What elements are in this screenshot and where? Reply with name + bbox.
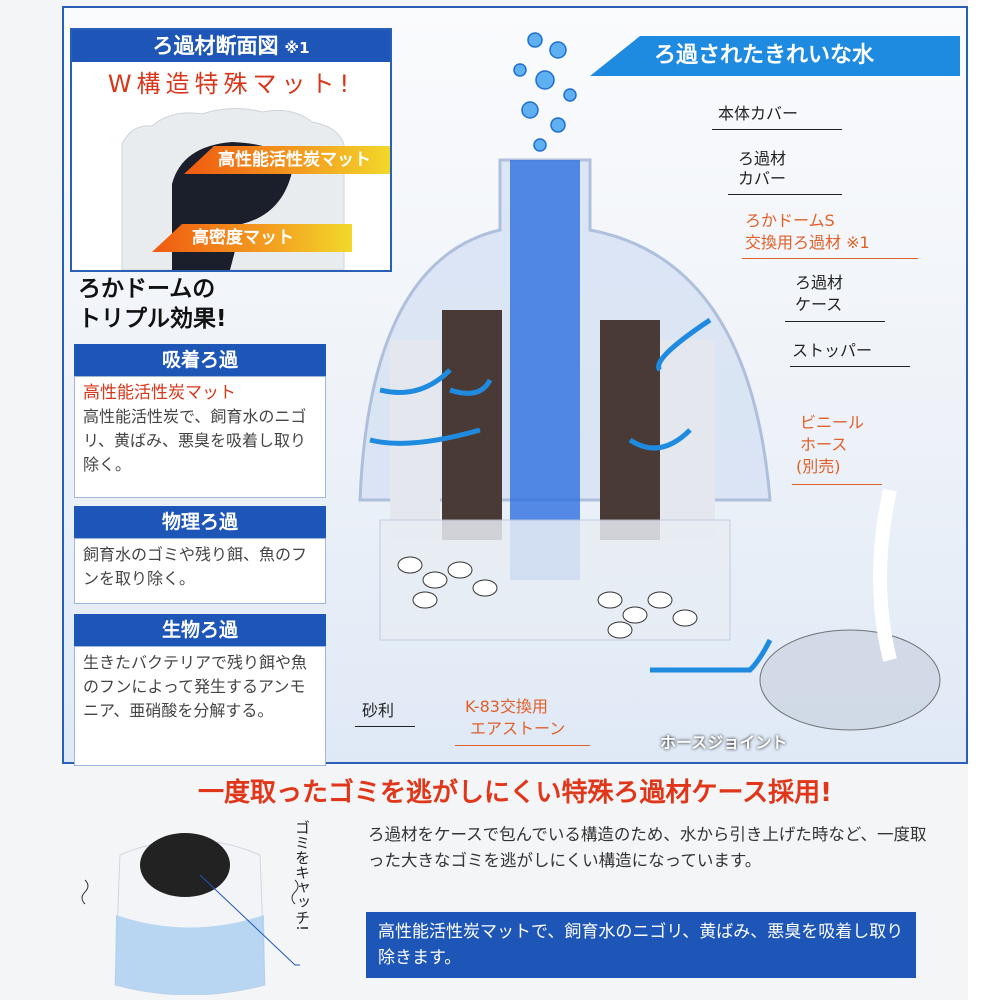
filter-case-photo bbox=[81, 833, 300, 995]
section-body: 生きたバクテリアで残り餌や魚のフンによって発生するアンモニア、亜硝酸を分解する。 bbox=[83, 653, 308, 720]
label-filter-cover-2: カバー bbox=[738, 169, 787, 188]
label-gravel: 砂利 bbox=[362, 701, 395, 720]
leader-line bbox=[712, 129, 842, 130]
leader-line bbox=[455, 745, 590, 746]
clean-water-banner: ろ過されたきれいな水 bbox=[590, 36, 960, 76]
tag-dense-mat: 高密度マット bbox=[152, 224, 352, 252]
label-case-2: ケース bbox=[795, 295, 843, 314]
case-headline: 一度取ったゴミを逃がしにくい特殊ろ過材ケース採用! bbox=[197, 778, 833, 808]
footnote-mark: ※1 bbox=[284, 39, 310, 57]
leader-line bbox=[785, 321, 885, 322]
section-body: 高性能活性炭で、飼育水のニゴリ、黄ばみ、悪臭を吸着し取り除く。 bbox=[83, 407, 307, 474]
label-body-cover: 本体カバー bbox=[718, 104, 799, 123]
filter-dome-diagram bbox=[358, 32, 941, 731]
label-airstone-2: エアストーン bbox=[470, 719, 566, 738]
w-structure-title: W構造特殊マット! bbox=[107, 70, 355, 98]
leader-line bbox=[355, 726, 415, 727]
tag-carbon-mat: 高性能活性炭マット bbox=[184, 146, 390, 174]
label-hose-2: ホース bbox=[800, 435, 848, 454]
leader-line bbox=[728, 194, 842, 195]
section-title: 生物ろ過 bbox=[74, 614, 326, 646]
section-adsorption: 吸着ろ過 高性能活性炭マット 高性能活性炭で、飼育水のニゴリ、黄ばみ、悪臭を吸着… bbox=[74, 344, 326, 498]
label-filter-cover-1: ろ過材 bbox=[738, 149, 787, 168]
label-case-1: ろ過材 bbox=[795, 273, 844, 292]
section-title: 吸着ろ過 bbox=[74, 344, 326, 376]
section-body: 飼育水のゴミや残り餌、魚のフンを取り除く。 bbox=[83, 545, 308, 588]
case-paragraph: ろ過材をケースで包んでいる構造のため、水から引き上げた時など、一度取った大きなゴ… bbox=[368, 825, 927, 870]
section-title: 物理ろ過 bbox=[74, 506, 326, 538]
label-airstone-1: K-83交換用 bbox=[465, 697, 548, 716]
leader-line bbox=[742, 258, 918, 259]
package-edge bbox=[968, 0, 1000, 1000]
label-hose-joint: ホースジョイント bbox=[660, 733, 788, 752]
cross-section-title: ろ過材断面図 bbox=[152, 34, 279, 58]
leader-line bbox=[790, 366, 910, 367]
section-biological: 生物ろ過 生きたバクテリアで残り餌や魚のフンによって発生するアンモニア、亜硝酸を… bbox=[74, 614, 326, 766]
label-hose-3: (別売) bbox=[796, 457, 841, 476]
triple-line-2: トリプル効果! bbox=[78, 306, 227, 332]
label-hose-1: ビニール bbox=[800, 413, 865, 432]
cross-section-box: ろ過材断面図 ※1 W構造特殊マット! 高性能活性炭マット 高密度マット bbox=[70, 28, 392, 272]
flow-arrows bbox=[369, 317, 773, 673]
catch-dirt-caption: ゴミをキャッチ! bbox=[293, 820, 311, 932]
label-replacement-2: 交換用ろ過材 ※1 bbox=[745, 233, 870, 252]
bubbles bbox=[513, 32, 577, 152]
carbon-note-box: 高性能活性炭マットで、飼育水のニゴリ、黄ばみ、悪臭を吸着し取り除きます。 bbox=[366, 912, 916, 978]
leader-line bbox=[792, 484, 882, 485]
triple-line-1: ろかドームの bbox=[78, 276, 216, 302]
section-subtitle: 高性能活性炭マット bbox=[83, 383, 236, 403]
section-physical: 物理ろ過 飼育水のゴミや残り餌、魚のフンを取り除く。 bbox=[74, 506, 326, 604]
label-replacement-1: ろかドームS bbox=[745, 211, 835, 230]
gravel bbox=[397, 556, 698, 639]
label-stopper: ストッパー bbox=[792, 341, 873, 360]
cross-section-header: ろ過材断面図 ※1 bbox=[72, 30, 390, 62]
triple-effect-heading: ろかドームの トリプル効果! bbox=[78, 274, 227, 334]
